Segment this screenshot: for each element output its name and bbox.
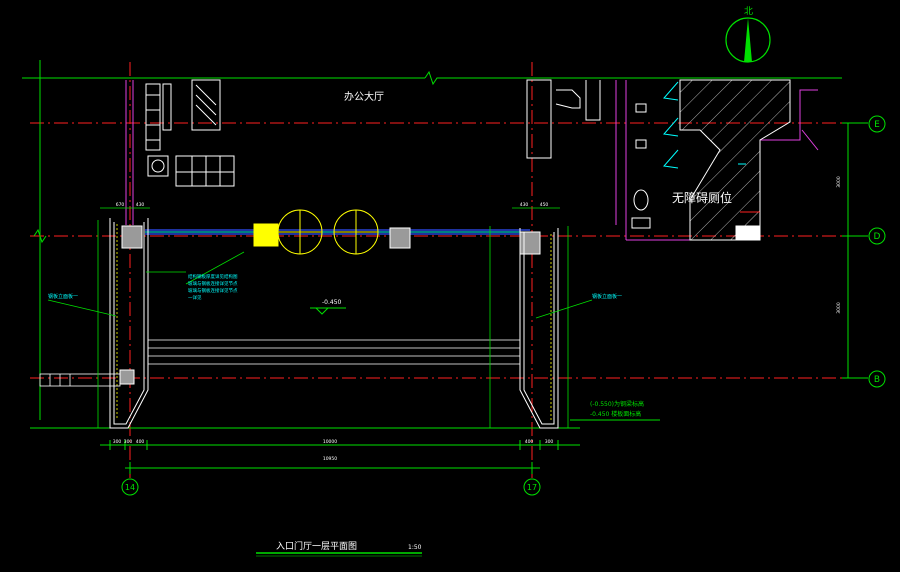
room-label-accessible-toilet: 无障碍厕位 [672, 190, 732, 205]
dim-bottom-outer: 10950 [323, 456, 337, 462]
level-marker [315, 307, 329, 315]
dim-top-left-b: 430 [136, 202, 145, 208]
steel-beam [145, 229, 530, 235]
side-walls [109, 218, 559, 429]
dim-bottom-inner: 10000 [323, 439, 337, 445]
magenta-lines [125, 80, 819, 241]
elevation-note-1: (-0.550)为钢梁标高 [590, 400, 644, 408]
dim-top-left-a: 670 [116, 202, 125, 208]
dim-right-bottom-b: 300 [545, 439, 554, 445]
floor-steps [148, 339, 520, 365]
axis-label-b: B [874, 375, 880, 385]
axis-bubble-17 [523, 478, 541, 496]
room-label-office-hall: 办公大厅 [344, 90, 384, 103]
drawing-title: 入口门厅一层平面图 [276, 540, 357, 552]
elevation-note-2: -0.450 楼板面标高 [590, 410, 641, 418]
dim-left-bottom-c: 400 [136, 439, 145, 445]
annotation-center-4: 一详见 [188, 294, 202, 301]
toilet-room [631, 79, 791, 241]
dim-top-right-b: 450 [540, 202, 549, 208]
grid-lines [30, 62, 862, 478]
axis-bubbles [121, 115, 886, 496]
axis-label-17: 17 [527, 483, 537, 492]
axis-label-e: E [874, 120, 880, 130]
drawing-scale: 1:50 [408, 544, 422, 551]
furniture-group [145, 79, 601, 187]
annotation-center-2: 玻璃与钢板连接详见节点 [188, 280, 238, 287]
boundary-lines [22, 60, 868, 474]
title-underline [256, 552, 422, 557]
annotation-right: 钢板立面板一 [592, 293, 622, 300]
annotation-center-1: 结构钢板厚度详见结构图 [188, 273, 238, 280]
axis-bubble-14 [121, 478, 139, 496]
dim-right-lower: 3000 [836, 302, 842, 314]
dim-left-bottom-b: 300 [124, 439, 133, 445]
axis-bubble-b [868, 370, 886, 388]
leader-lines [47, 251, 593, 319]
axis-bubble-d [868, 227, 886, 245]
dim-right-bottom-a: 400 [525, 439, 534, 445]
dim-left-bottom-a: 300 [113, 439, 122, 445]
annotation-center-3: 玻璃与钢板连接详见节点 [188, 287, 238, 294]
column-blocks [119, 225, 541, 385]
left-handrail [39, 373, 121, 387]
north-label: 北 [744, 6, 753, 17]
annotation-left: 钢板立面板一 [48, 293, 78, 300]
floor-level-label: -0.450 [322, 299, 342, 306]
north-arrow [725, 17, 771, 63]
axis-label-14: 14 [125, 483, 135, 492]
axis-label-d: D [874, 232, 881, 242]
dim-right-upper: 3000 [836, 176, 842, 188]
wall-dim-ticks [97, 207, 569, 428]
side-walls-yellow [116, 224, 552, 420]
axis-bubble-e [868, 115, 886, 133]
entrance-doors [253, 209, 379, 255]
dim-top-right-a: 430 [520, 202, 529, 208]
